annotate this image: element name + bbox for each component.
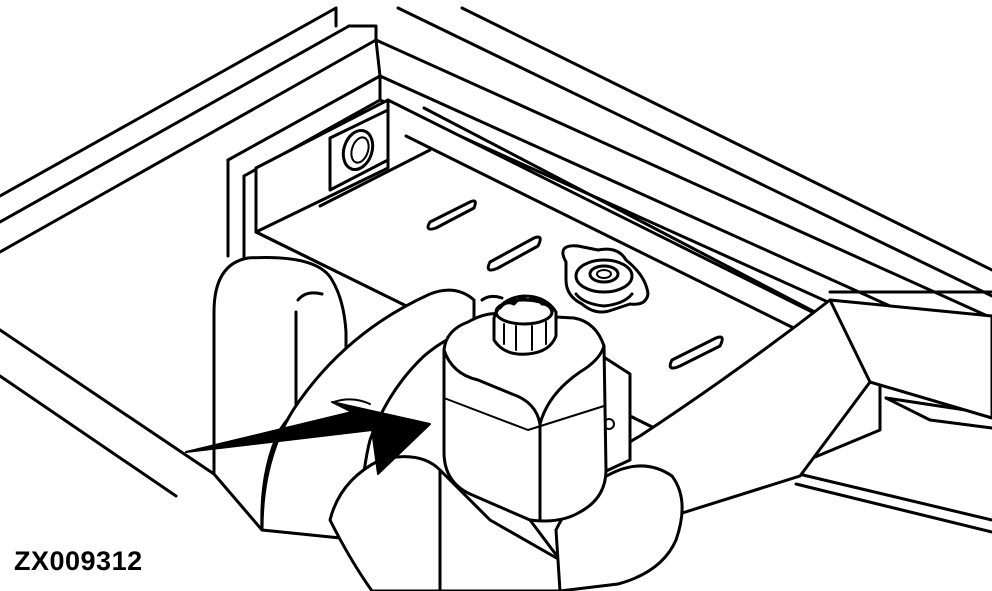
radiator-cap-icon: [561, 244, 650, 314]
mounting-bracket: [328, 108, 390, 192]
hose-left: [212, 256, 348, 532]
coolant-recovery-tank-icon: [442, 294, 632, 523]
pointer-arrow-icon: [185, 398, 431, 475]
figure-id-label: ZX009312: [14, 546, 143, 576]
